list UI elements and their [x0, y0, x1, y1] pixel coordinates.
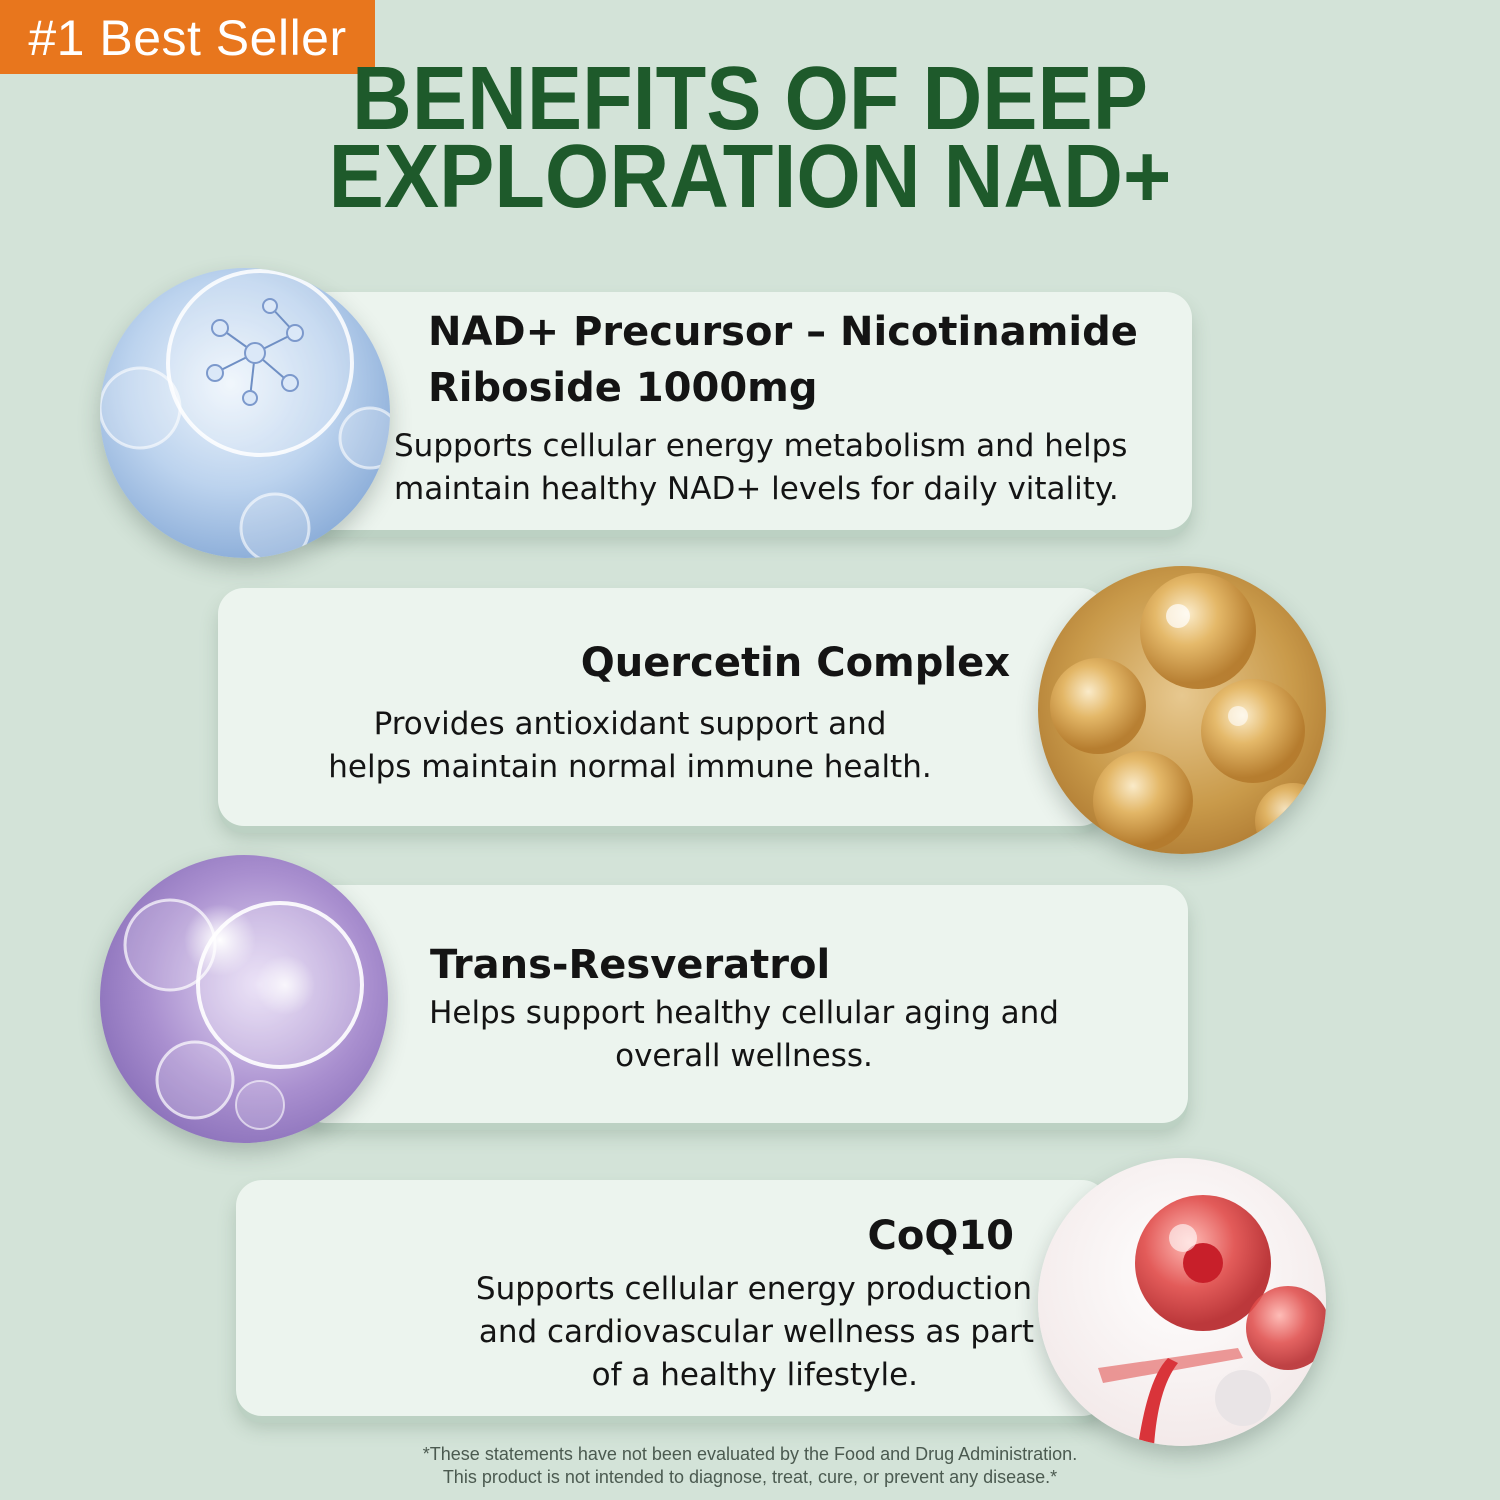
purple-bubbles-icon [100, 855, 388, 1143]
fda-disclaimer-line-2: This product is not intended to diagnose… [442, 1467, 1058, 1487]
benefit-card-resveratrol: Trans-Resveratrol Helps support healthy … [300, 885, 1188, 1123]
benefit-description: of a healthy lifestyle. [591, 1357, 918, 1393]
benefit-description: maintain healthy NAD+ levels for daily v… [394, 471, 1119, 507]
benefit-title: Quercetin Complex [580, 640, 1010, 686]
benefit-title: CoQ10 [867, 1213, 1014, 1259]
page-title-line-1: BENEFITS OF DEEP [352, 49, 1148, 149]
fda-disclaimer-line-1: *These statements have not been evaluate… [422, 1444, 1078, 1464]
benefit-card-coq10: CoQ10 Supports cellular energy productio… [236, 1180, 1108, 1416]
benefit-description: Supports cellular energy production [475, 1271, 1032, 1307]
benefit-card-quercetin: Quercetin Complex Provides antioxidant s… [218, 588, 1106, 826]
benefit-description: and cardiovascular wellness as part [478, 1314, 1034, 1350]
golden-capsules-icon [1038, 566, 1326, 854]
benefit-description: Provides antioxidant support and [373, 706, 887, 742]
red-droplet-icon [1038, 1158, 1326, 1446]
best-seller-badge: #1 Best Seller [0, 0, 375, 74]
benefit-title: Trans-Resveratrol [430, 942, 831, 988]
benefit-card-nad: NAD+ Precursor – Nicotinamide Riboside 1… [300, 292, 1192, 530]
molecule-bubble-icon [100, 268, 390, 558]
page-title-line-2: EXPLORATION NAD+ [328, 127, 1172, 227]
benefit-description: overall wellness. [615, 1038, 873, 1074]
benefit-title: NAD+ Precursor – Nicotinamide [428, 309, 1138, 355]
benefit-description: Supports cellular energy metabolism and … [394, 428, 1128, 464]
benefit-title: Riboside 1000mg [428, 365, 818, 411]
benefit-description: Helps support healthy cellular aging and [429, 995, 1059, 1031]
benefit-description: helps maintain normal immune health. [328, 749, 932, 785]
